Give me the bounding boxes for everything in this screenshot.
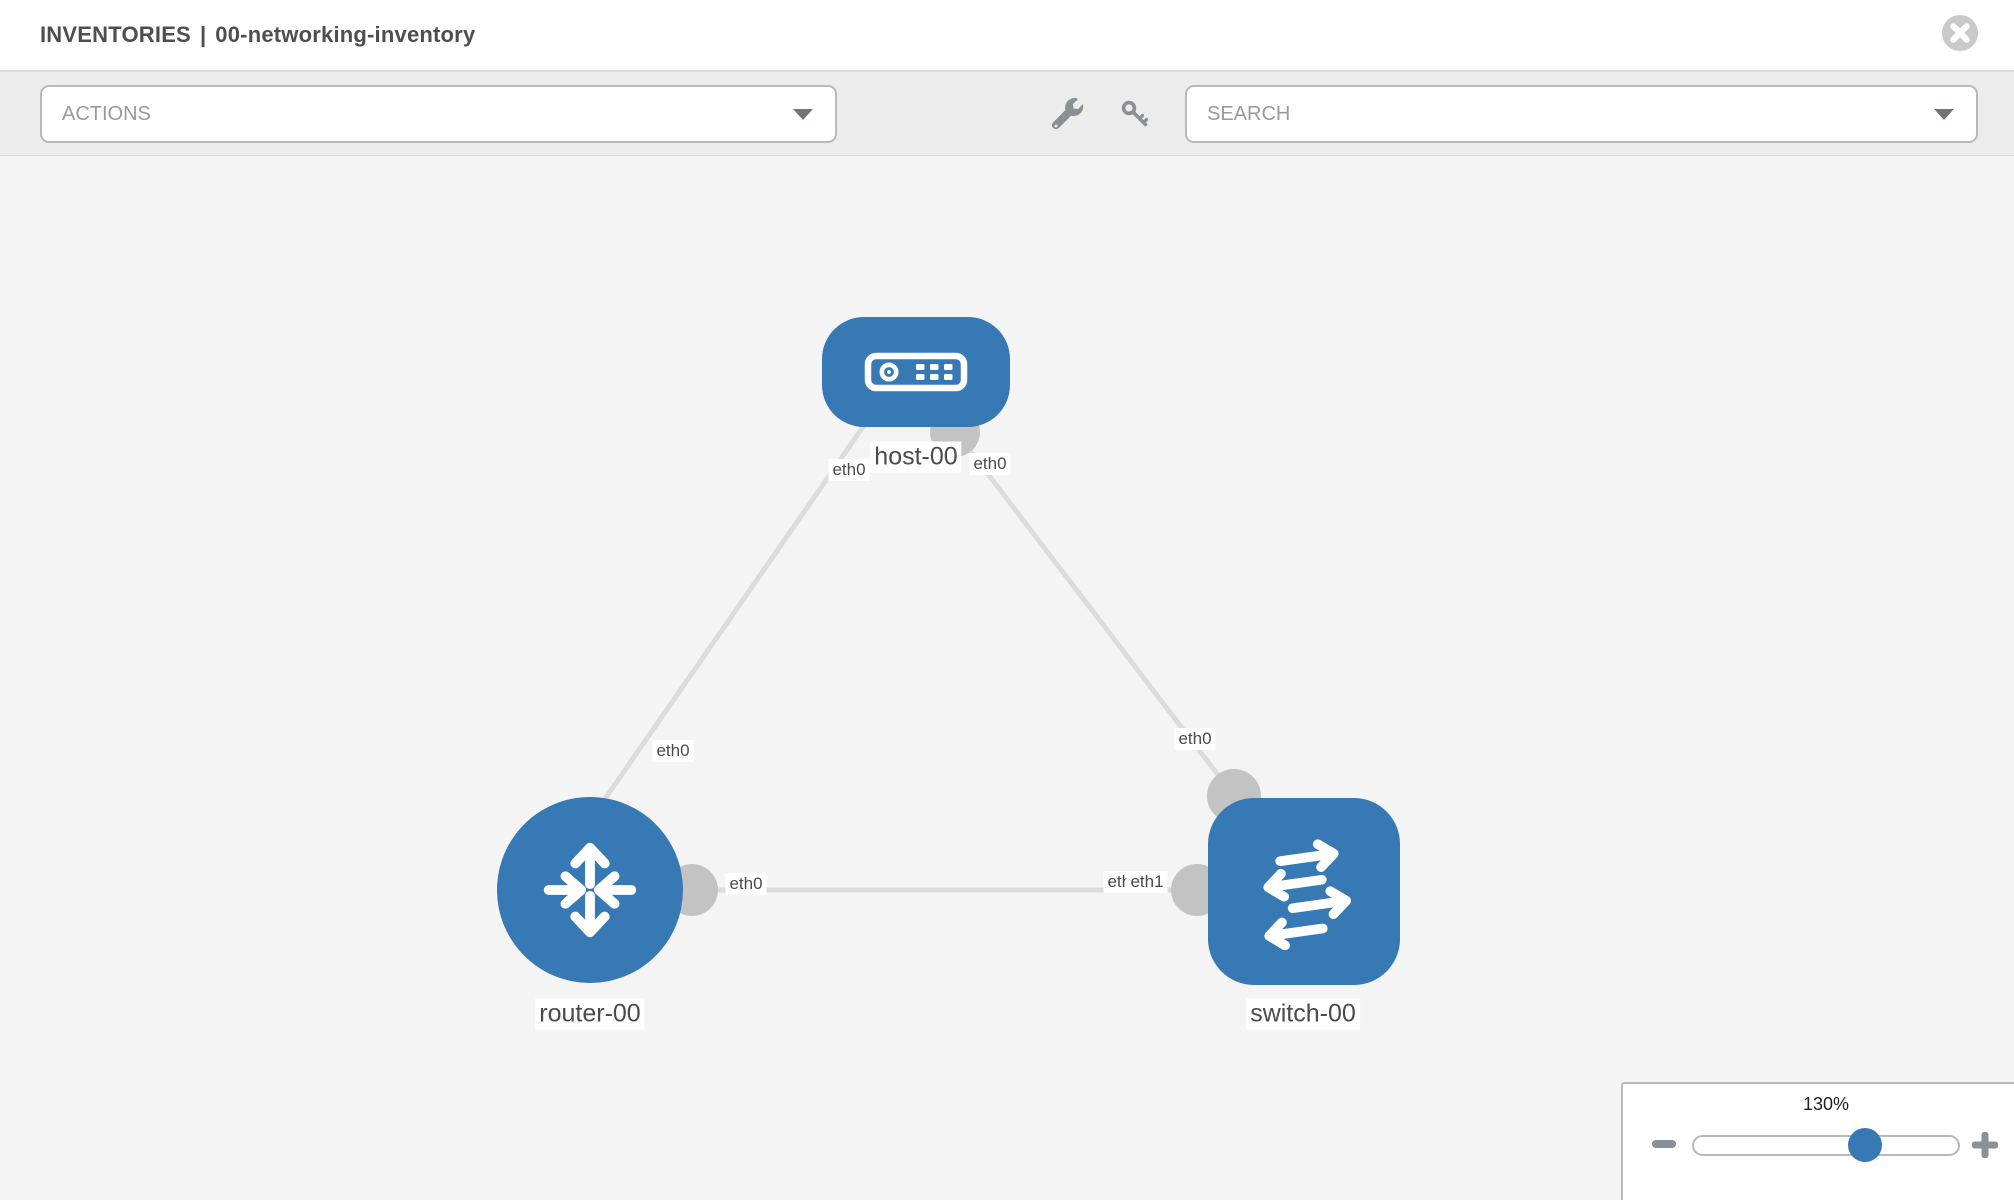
zoom-slider-handle[interactable]	[1848, 1128, 1882, 1162]
actions-dropdown-label: ACTIONS	[62, 102, 151, 125]
switch-arrows-icon	[1263, 838, 1352, 950]
zoom-level-value: 130%	[1802, 1094, 1850, 1114]
host-device-icon	[864, 352, 968, 392]
close-icon[interactable]	[1941, 14, 1979, 52]
zoom-in-plus-icon[interactable]	[1972, 1132, 1998, 1158]
zoom-slider-track[interactable]	[1692, 1135, 1960, 1156]
node-router-00[interactable]	[497, 797, 683, 983]
chevron-down-icon	[1934, 108, 1954, 120]
node-host-00[interactable]	[822, 317, 1010, 427]
key-icon[interactable]	[1119, 98, 1151, 130]
node-label-router-00[interactable]: router-00	[535, 998, 645, 1030]
iface-label-switch-to-host: eth0	[1174, 728, 1216, 750]
search-box[interactable]	[1185, 85, 1978, 143]
node-label-host-00[interactable]: host-00	[870, 441, 962, 473]
node-label-switch-00[interactable]: switch-00	[1246, 998, 1360, 1030]
iface-label-host-to-switch: eth0	[969, 453, 1011, 475]
search-input[interactable]	[1187, 102, 1934, 126]
router-arrows-icon	[543, 842, 637, 938]
topology-canvas[interactable]: host-00 router-00 switch-00 eth0 eth0 et…	[0, 157, 2014, 1200]
link-host-router[interactable]	[597, 422, 868, 808]
page-title-inventory-name: 00-networking-inventory	[215, 22, 476, 47]
iface-label-host-to-router: eth0	[828, 459, 870, 481]
wrench-icon[interactable]	[1052, 98, 1084, 130]
header-bar: INVENTORIES | 00-networking-inventory	[0, 0, 2014, 72]
iface-label-router-to-switch: eth0	[725, 873, 767, 895]
toolbar: ACTIONS	[0, 72, 2014, 156]
zoom-control-panel: 130%	[1621, 1082, 2014, 1200]
chevron-down-icon	[793, 108, 813, 120]
actions-dropdown[interactable]: ACTIONS	[40, 85, 837, 143]
zoom-out-minus-icon[interactable]	[1652, 1140, 1676, 1148]
iface-label-router-to-host: eth0	[652, 740, 694, 762]
node-switch-00[interactable]	[1208, 798, 1400, 985]
page-title-section: INVENTORIES	[40, 22, 191, 47]
page-title-separator: |	[199, 22, 207, 47]
page-title: INVENTORIES | 00-networking-inventory	[40, 0, 475, 70]
iface-label-switch-eth1: eth1	[1126, 871, 1168, 893]
